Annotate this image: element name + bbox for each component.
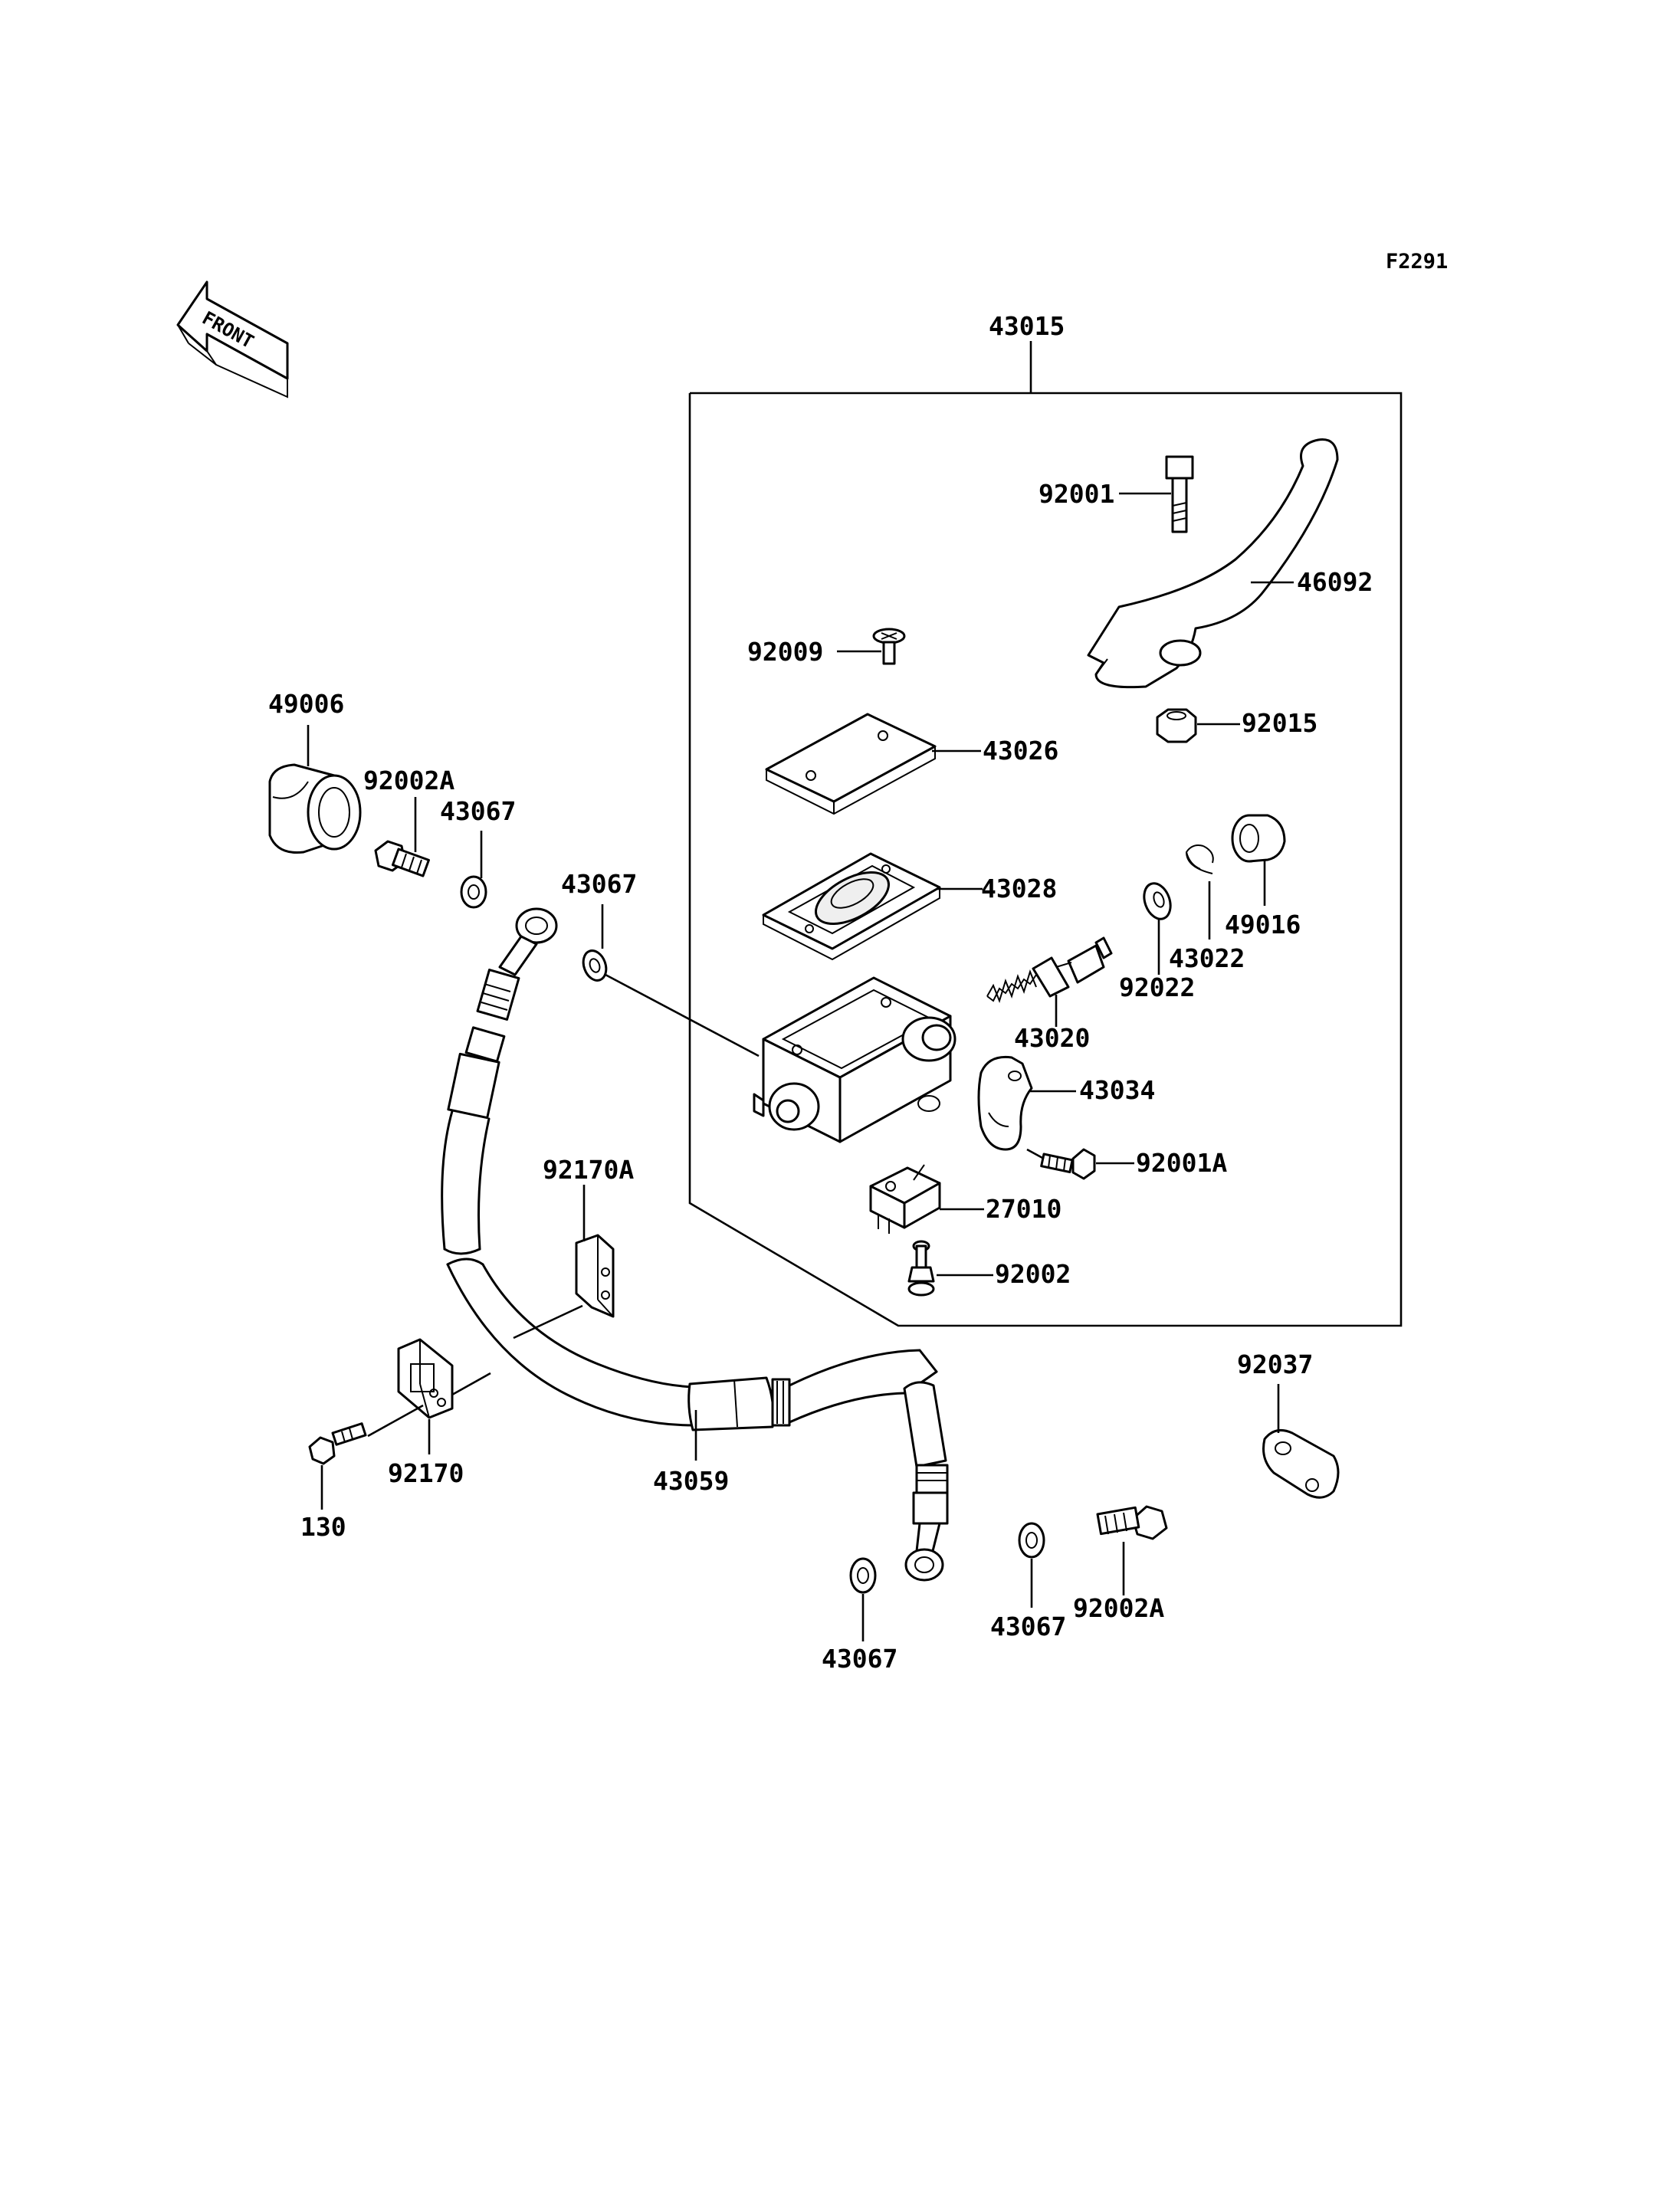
- master-cylinder-body-icon: [753, 976, 956, 1143]
- label-49016: 49016: [1225, 910, 1301, 939]
- label-27010: 27010: [986, 1194, 1061, 1224]
- circlip-43022-icon: [1185, 844, 1214, 874]
- brake-switch-27010-icon: [869, 1164, 941, 1234]
- clamp-92037-icon: [1262, 1428, 1340, 1499]
- label-43059: 43059: [653, 1466, 729, 1496]
- label-92022: 92022: [1119, 972, 1195, 1002]
- label-43015: 43015: [989, 311, 1065, 341]
- washer-43067-b-icon: [582, 949, 608, 982]
- diaphragm-43028-icon: [762, 852, 941, 961]
- bracket-92170a-icon: [575, 1234, 615, 1318]
- clamp-43034-icon: [977, 1055, 1033, 1151]
- label-43067-c: 43067: [822, 1644, 897, 1674]
- washer-43067-d-icon: [1018, 1522, 1045, 1559]
- label-92170A: 92170A: [543, 1155, 634, 1185]
- boot-49006-icon: [268, 763, 362, 854]
- label-92002A-bottom: 92002A: [1073, 1593, 1164, 1623]
- screw-92002-icon: [907, 1240, 935, 1297]
- front-arrow-icon: FRONT: [176, 280, 289, 398]
- washer-43067-c-icon: [849, 1557, 877, 1594]
- label-43067-a: 43067: [440, 796, 516, 826]
- banjo-bolt-92002a-icon: [1096, 1505, 1168, 1540]
- label-43020: 43020: [1014, 1023, 1090, 1053]
- label-92170: 92170: [388, 1458, 464, 1488]
- master-cylinder-assembly-box: 43015: [688, 311, 1403, 1327]
- label-92001A: 92001A: [1136, 1148, 1227, 1178]
- bolt-92001a-icon: [1040, 1148, 1096, 1180]
- brake-hose-43059-icon: [441, 907, 949, 1582]
- nut-92015-icon: [1156, 708, 1197, 743]
- reservoir-cap-43026-icon: [765, 713, 937, 815]
- label-92015: 92015: [1242, 708, 1317, 738]
- label-43067-d: 43067: [990, 1612, 1066, 1641]
- piston-kit-43020-icon: [986, 936, 1113, 1004]
- diagram-code: F2291: [1386, 250, 1448, 274]
- washer-92022-icon: [1143, 882, 1172, 920]
- label-92002A-top: 92002A: [363, 766, 454, 795]
- label-92002: 92002: [995, 1259, 1071, 1289]
- bleeder-bolt-92002a-icon: [374, 840, 430, 877]
- boot-49016-icon: [1231, 814, 1286, 863]
- label-43028: 43028: [981, 874, 1057, 903]
- label-43022: 43022: [1169, 943, 1245, 973]
- label-49006: 49006: [268, 689, 344, 719]
- label-46092: 46092: [1297, 567, 1373, 597]
- label-130: 130: [300, 1512, 346, 1542]
- label-43026: 43026: [983, 736, 1058, 766]
- label-43034: 43034: [1079, 1075, 1155, 1105]
- brake-lever-46092-icon: [1087, 438, 1339, 689]
- label-92037: 92037: [1237, 1349, 1313, 1379]
- washer-43067-a-icon: [460, 875, 487, 909]
- label-92001: 92001: [1039, 479, 1114, 509]
- bracket-92170-icon: [397, 1338, 454, 1419]
- bolt-92001-icon: [1165, 455, 1194, 533]
- screw-92009-icon: [872, 628, 906, 665]
- bolt-130-icon: [308, 1422, 367, 1465]
- label-43067-b: 43067: [561, 869, 637, 899]
- label-92009: 92009: [747, 637, 823, 667]
